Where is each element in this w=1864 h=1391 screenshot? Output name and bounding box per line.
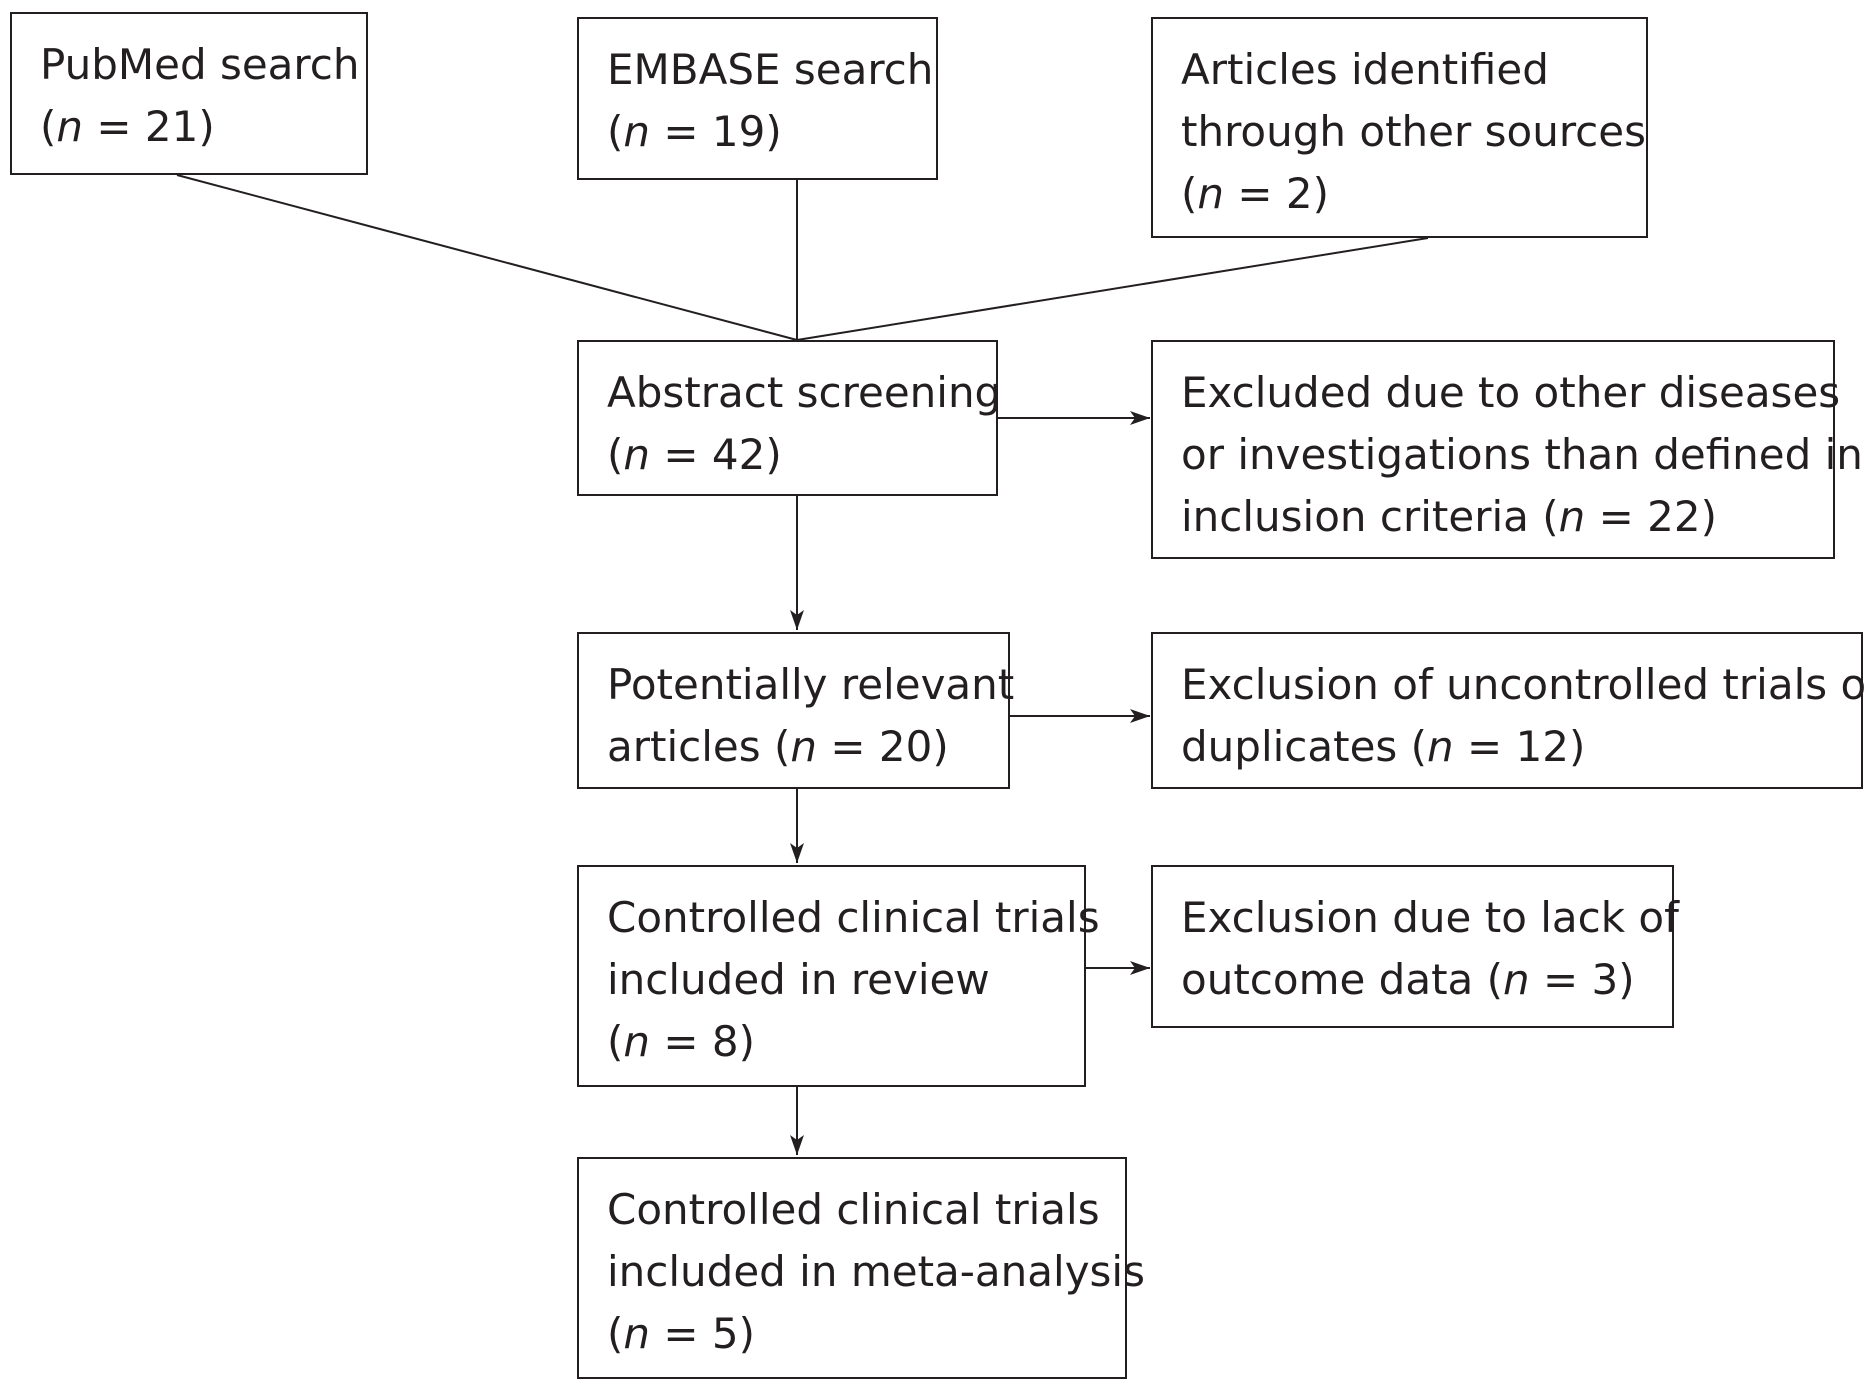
text-segment: = 5) — [650, 1309, 756, 1358]
text-segment: ( — [607, 430, 624, 479]
trials-meta-line-2: included in meta-analysis — [607, 1241, 1145, 1303]
text-segment: or investigations than defined in — [1181, 430, 1863, 479]
node-other-sources: Articles identified through other sources… — [1151, 17, 1648, 238]
node-abstract-screening: Abstract screening (n = 42) — [577, 340, 1001, 496]
node-excluded-other-diseases: Excluded due to other diseases or investi… — [1151, 340, 1863, 559]
node-potentially-relevant: Potentially relevant articles (n = 20) — [577, 632, 1014, 789]
abstract-screening-line-1: Abstract screening — [607, 362, 1001, 424]
node-embase-search: EMBASE search (n = 19) — [577, 17, 938, 180]
text-segment: inclusion criteria ( — [1181, 492, 1559, 541]
embase-line-1: EMBASE search — [607, 39, 933, 101]
text-segment: included in meta-analysis — [607, 1247, 1145, 1296]
excluded-outcome-line-1: Exclusion due to lack of — [1181, 887, 1679, 949]
variable-n: n — [1197, 169, 1225, 218]
text-segment: = 19) — [650, 107, 782, 156]
text-segment: through other sources — [1181, 107, 1646, 156]
text-segment: included in review — [607, 955, 990, 1004]
text-segment: ( — [607, 107, 624, 156]
text-segment: Exclusion due to lack of — [1181, 893, 1679, 942]
variable-n: n — [56, 102, 84, 151]
variable-n: n — [623, 1309, 651, 1358]
text-segment: = 12) — [1453, 722, 1586, 771]
pubmed-line-2: (n = 21) — [40, 96, 338, 158]
text-segment: Controlled clinical trials — [607, 893, 1100, 942]
embase-line-2: (n = 19) — [607, 101, 908, 163]
text-segment: articles ( — [607, 722, 791, 771]
text-segment: Articles identified — [1181, 45, 1549, 94]
text-segment: EMBASE search — [607, 45, 934, 94]
text-segment: PubMed search — [40, 40, 360, 89]
text-segment: outcome data ( — [1181, 955, 1504, 1004]
excluded-outcome-line-2: outcome data (n = 3) — [1181, 949, 1644, 1011]
text-segment: duplicates ( — [1181, 722, 1428, 771]
excluded-diseases-line-1: Excluded due to other diseases — [1181, 362, 1840, 424]
variable-n: n — [1558, 492, 1586, 541]
node-pubmed-search: PubMed search (n = 21) — [10, 12, 368, 175]
variable-n: n — [790, 722, 817, 771]
edge-other-sources-to-screening — [796, 237, 1429, 341]
node-excluded-outcome-data: Exclusion due to lack of outcome data (n … — [1151, 865, 1679, 1028]
trials-review-line-1: Controlled clinical trials — [607, 887, 1100, 949]
text-segment: = 42) — [650, 430, 782, 479]
text-segment: ( — [1181, 169, 1198, 218]
potentially-relevant-line-1: Potentially relevant — [607, 654, 1014, 716]
text-segment: Excluded due to other diseases — [1181, 368, 1841, 417]
variable-n: n — [623, 107, 651, 156]
excluded-diseases-line-2: or investigations than defined in — [1181, 424, 1863, 486]
text-segment: = 8) — [650, 1017, 756, 1066]
variable-n: n — [623, 430, 651, 479]
node-trials-in-meta-analysis: Controlled clinical trials included in me… — [577, 1157, 1145, 1379]
edge-pubmed-to-screening — [176, 174, 798, 341]
text-segment: Controlled clinical trials — [607, 1185, 1100, 1234]
text-segment: ( — [607, 1017, 624, 1066]
other-sources-line-3: (n = 2) — [1181, 163, 1618, 225]
text-segment: = 20) — [817, 722, 949, 771]
variable-n: n — [623, 1017, 651, 1066]
excluded-diseases-line-3: inclusion criteria (n = 22) — [1181, 486, 1805, 548]
variable-n: n — [1503, 955, 1530, 1004]
text-segment: ( — [607, 1309, 624, 1358]
text-segment: Exclusion of uncontrolled trials or — [1181, 660, 1864, 709]
text-segment: = 22) — [1585, 492, 1717, 541]
node-trials-in-review: Controlled clinical trials included in re… — [577, 865, 1100, 1087]
trials-review-line-3: (n = 8) — [607, 1011, 1056, 1073]
abstract-screening-line-2: (n = 42) — [607, 424, 968, 486]
other-sources-line-1: Articles identified — [1181, 39, 1618, 101]
text-segment: Potentially relevant — [607, 660, 1015, 709]
text-segment: = 21) — [83, 102, 215, 151]
pubmed-line-1: PubMed search — [40, 34, 359, 96]
excluded-uncontrolled-line-2: duplicates (n = 12) — [1181, 716, 1833, 778]
node-excluded-uncontrolled: Exclusion of uncontrolled trials or dupli… — [1151, 632, 1864, 789]
trials-meta-line-1: Controlled clinical trials — [607, 1179, 1100, 1241]
potentially-relevant-line-2: articles (n = 20) — [607, 716, 980, 778]
trials-review-line-2: included in review — [607, 949, 1056, 1011]
text-segment: Abstract screening — [607, 368, 1002, 417]
text-segment: = 2) — [1224, 169, 1330, 218]
excluded-uncontrolled-line-1: Exclusion of uncontrolled trials or — [1181, 654, 1864, 716]
trials-meta-line-3: (n = 5) — [607, 1303, 1097, 1365]
text-segment: = 3) — [1529, 955, 1635, 1004]
text-segment: ( — [40, 102, 57, 151]
other-sources-line-2: through other sources — [1181, 101, 1646, 163]
variable-n: n — [1427, 722, 1454, 771]
